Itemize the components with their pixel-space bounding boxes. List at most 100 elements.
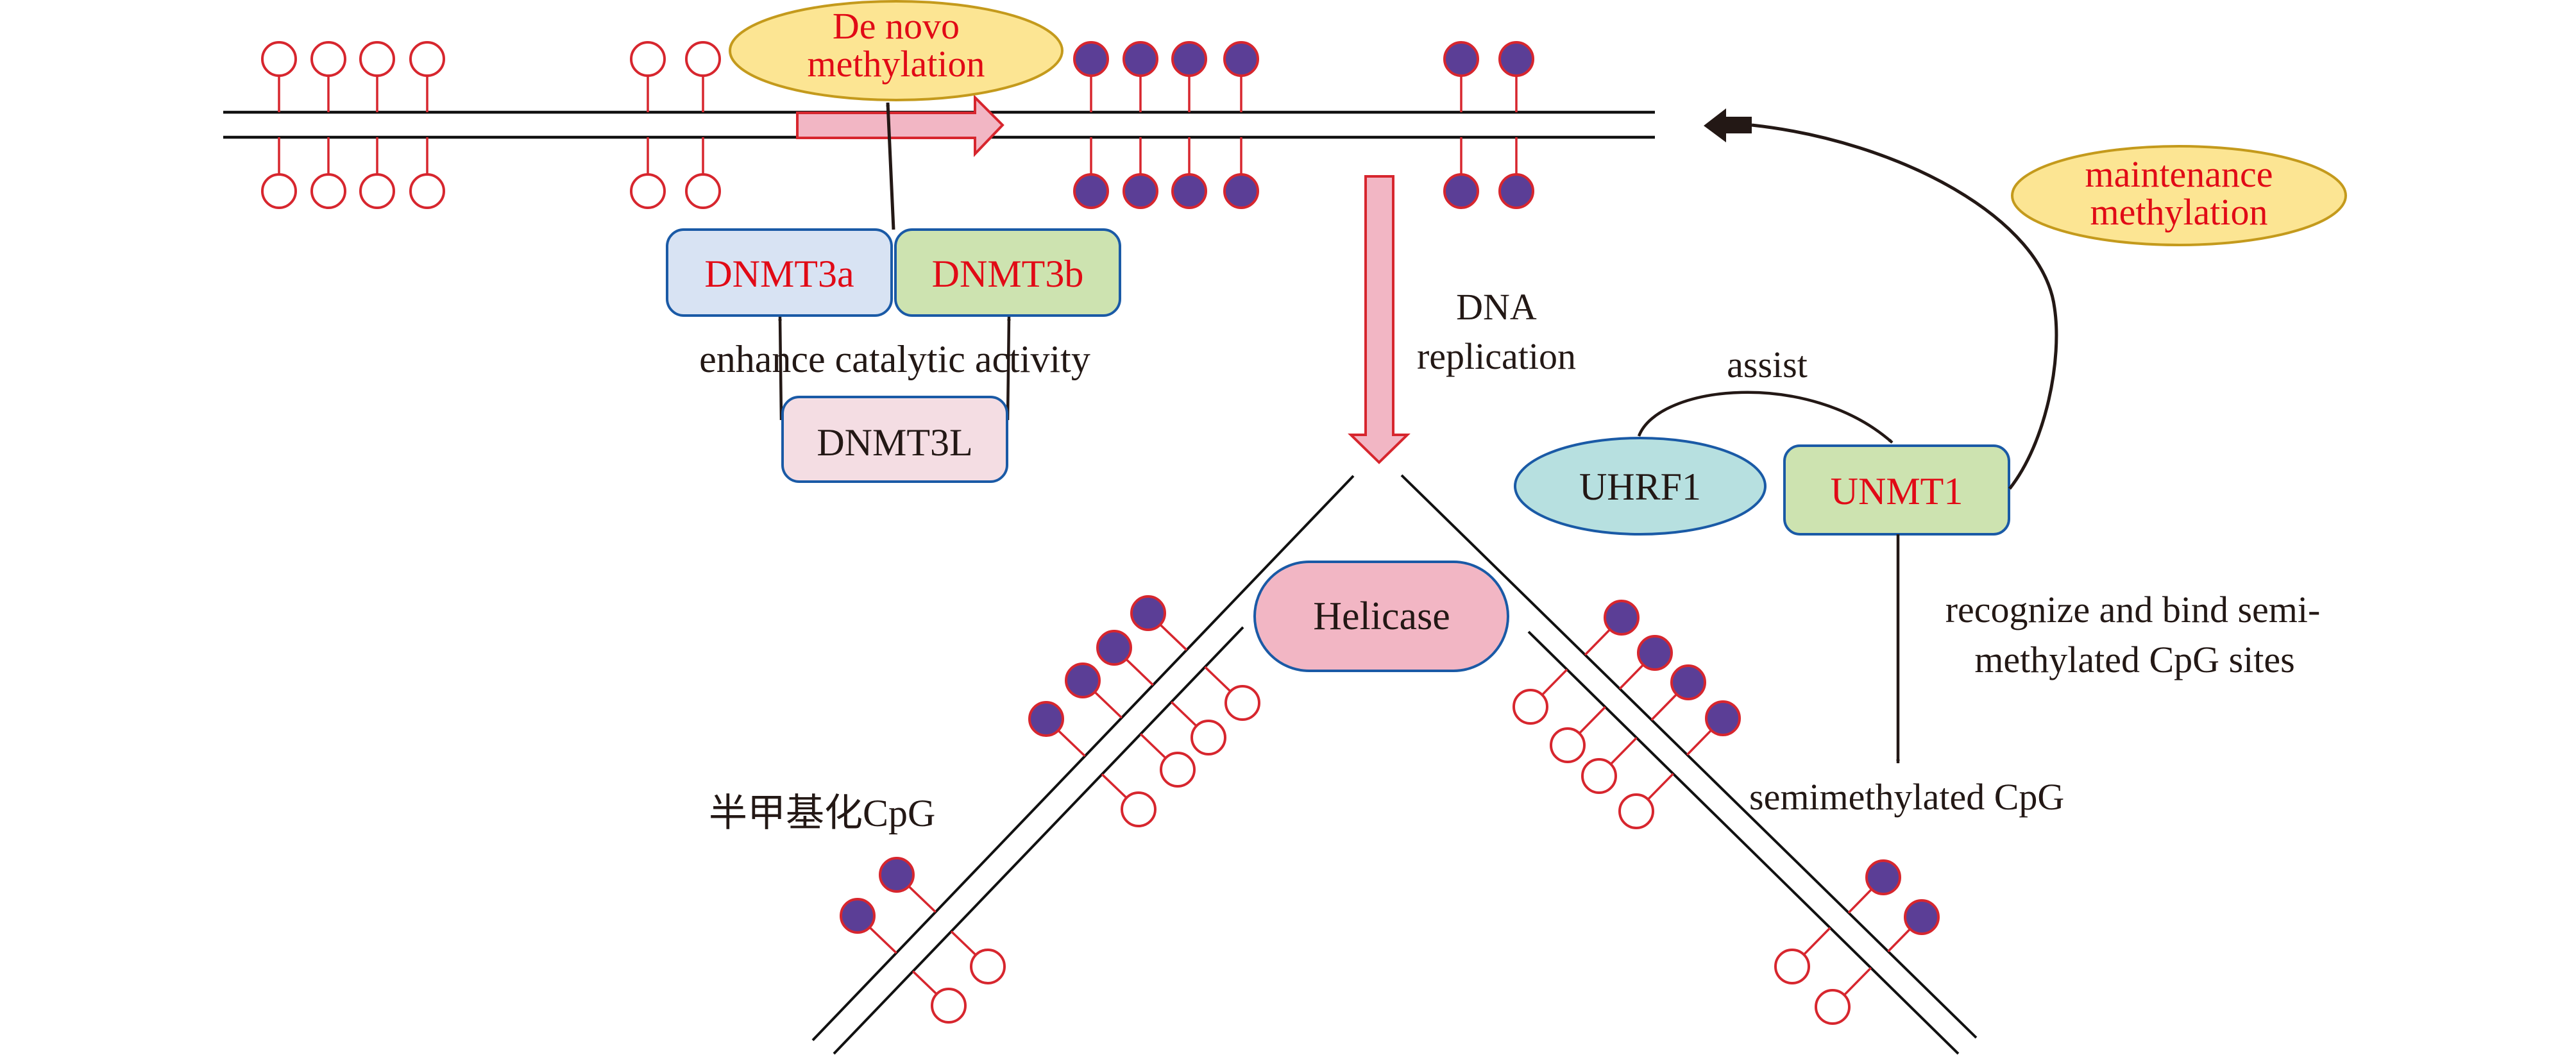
unmethylated-cpg <box>1121 791 1157 827</box>
dnmt3b-label: DNMT3b <box>932 253 1084 295</box>
unmethylated-cpg <box>359 173 395 209</box>
fork-right-daughter-cpg <box>1513 668 1568 725</box>
fork-left-daughter-cpg <box>912 970 967 1024</box>
dnmt3a-box: DNMT3a <box>666 228 893 317</box>
fork-left-daughter-cpg <box>950 931 1006 984</box>
assist-arrow <box>1637 391 1894 444</box>
methylated-cpg <box>1130 595 1166 631</box>
helicase-label: Helicase <box>1313 595 1450 638</box>
unmethylated-cpg <box>1191 720 1226 755</box>
assist-label: assist <box>1727 344 1808 385</box>
de-novo-line2: methylation <box>807 43 985 85</box>
cpg-site-lower <box>1223 137 1259 209</box>
methylated-cpg <box>1443 41 1479 77</box>
fork-left-parental-cpg <box>879 857 936 913</box>
methylated-cpg <box>1498 41 1534 77</box>
unmethylated-cpg <box>1224 685 1260 721</box>
semimethylated-cpg-label: semimethylated CpG <box>1749 776 2064 818</box>
unmethylated-cpg <box>409 173 445 209</box>
unmt1-label: UNMT1 <box>1831 470 1963 512</box>
uhrf1-node: UHRF1 <box>1514 437 1767 536</box>
right-arm-inner-strand <box>1527 630 1960 1055</box>
unmethylated-cpg <box>1815 989 1851 1025</box>
dna-replication-line1: DNA <box>1456 286 1537 328</box>
unmethylated-cpg <box>359 41 395 77</box>
methylated-cpg <box>1223 173 1259 209</box>
cpg-site-upper <box>630 41 666 112</box>
fork-left-daughter-cpg <box>1101 773 1157 827</box>
fork-right-daughter-cpg <box>1581 737 1638 794</box>
left-arm-outer-strand <box>811 475 1355 1042</box>
unmethylated-cpg <box>1513 689 1548 725</box>
promoter-arrow <box>796 94 1004 157</box>
cpg-site-upper <box>1073 41 1109 112</box>
unmethylated-cpg <box>1774 949 1810 984</box>
unmethylated-cpg <box>310 173 346 209</box>
fork-right-daughter-cpg <box>1618 773 1674 829</box>
dnmt3l-box: DNMT3L <box>781 396 1008 483</box>
cpg-site-lower <box>261 137 297 209</box>
unmethylated-cpg <box>261 173 297 209</box>
unmt1-box: UNMT1 <box>1783 444 2010 536</box>
fork-left-daughter-cpg <box>1139 733 1196 788</box>
helicase: Helicase <box>1253 561 1509 672</box>
unmethylated-cpg <box>685 41 721 77</box>
cpg-site-lower <box>310 137 346 209</box>
cpg-site-lower <box>1443 137 1479 209</box>
fork-right-parental-cpg <box>1847 859 1901 914</box>
de-novo-methylation-badge: De novo methylation <box>729 0 1063 101</box>
unmethylated-cpg <box>409 41 445 77</box>
cpg-site-upper <box>409 41 445 112</box>
fork-left-parental-cpg <box>1130 595 1188 651</box>
cpg-site-lower <box>1498 137 1534 209</box>
enhance-catalytic-activity-label: enhance catalytic activity <box>699 338 1090 380</box>
methylated-cpg <box>1065 663 1101 698</box>
cpg-site-lower <box>409 137 445 209</box>
fork-left-parental-cpg <box>1028 701 1086 757</box>
cpg-site-upper <box>310 41 346 112</box>
de-novo-line1: De novo <box>833 5 960 47</box>
unmethylated-cpg <box>261 41 297 77</box>
methylated-cpg <box>1498 173 1534 209</box>
maintenance-return-arrowhead <box>1704 108 1752 142</box>
dnmt3l-to-dnmt3a-arrow <box>778 316 783 421</box>
fork-right-daughter-cpg <box>1774 927 1831 984</box>
maintenance-line2: methylation <box>2090 191 2267 233</box>
fork-left-parental-cpg <box>840 898 897 954</box>
unmethylated-cpg <box>1581 758 1617 794</box>
fork-right-daughter-cpg <box>1550 706 1606 763</box>
recognize-line1: recognize and bind semi- <box>1945 589 2321 630</box>
fork-cpg-sites <box>840 595 1940 1025</box>
dnmt3b-box: DNMT3b <box>894 228 1121 317</box>
unmethylated-cpg <box>685 173 721 209</box>
methylated-cpg <box>1705 700 1741 736</box>
cpg-site-lower <box>359 137 395 209</box>
cpg-site-lower <box>630 137 666 209</box>
uhrf1-label: UHRF1 <box>1579 466 1701 508</box>
unmethylated-cpg <box>970 949 1006 984</box>
cpg-site-upper <box>1443 41 1479 112</box>
cpg-site-upper <box>359 41 395 112</box>
cpg-site-lower <box>1123 137 1158 209</box>
methylated-cpg <box>1904 899 1940 935</box>
fork-left-parental-cpg <box>1065 663 1123 719</box>
fork-left-daughter-cpg <box>1170 701 1226 755</box>
fork-right-parental-cpg <box>1650 664 1706 721</box>
cpg-site-upper <box>1171 41 1207 112</box>
cpg-site-lower <box>685 137 721 209</box>
methylated-cpg <box>1123 173 1158 209</box>
replication-fork <box>811 474 1978 1055</box>
unmethylated-cpg <box>931 988 967 1024</box>
fork-right-parental-cpg <box>1887 899 1940 952</box>
unmethylated-cpg <box>630 41 666 77</box>
methylated-cpg <box>1865 859 1901 895</box>
maintenance-line1: maintenance <box>2085 153 2273 195</box>
cpg-site-upper <box>1123 41 1158 112</box>
unmethylated-cpg <box>1160 752 1196 788</box>
top-cpg-sites <box>261 41 1534 209</box>
methylated-cpg <box>1171 41 1207 77</box>
methylated-cpg <box>879 857 915 893</box>
fork-right-parental-cpg <box>1618 635 1673 690</box>
cpg-site-upper <box>1498 41 1534 112</box>
